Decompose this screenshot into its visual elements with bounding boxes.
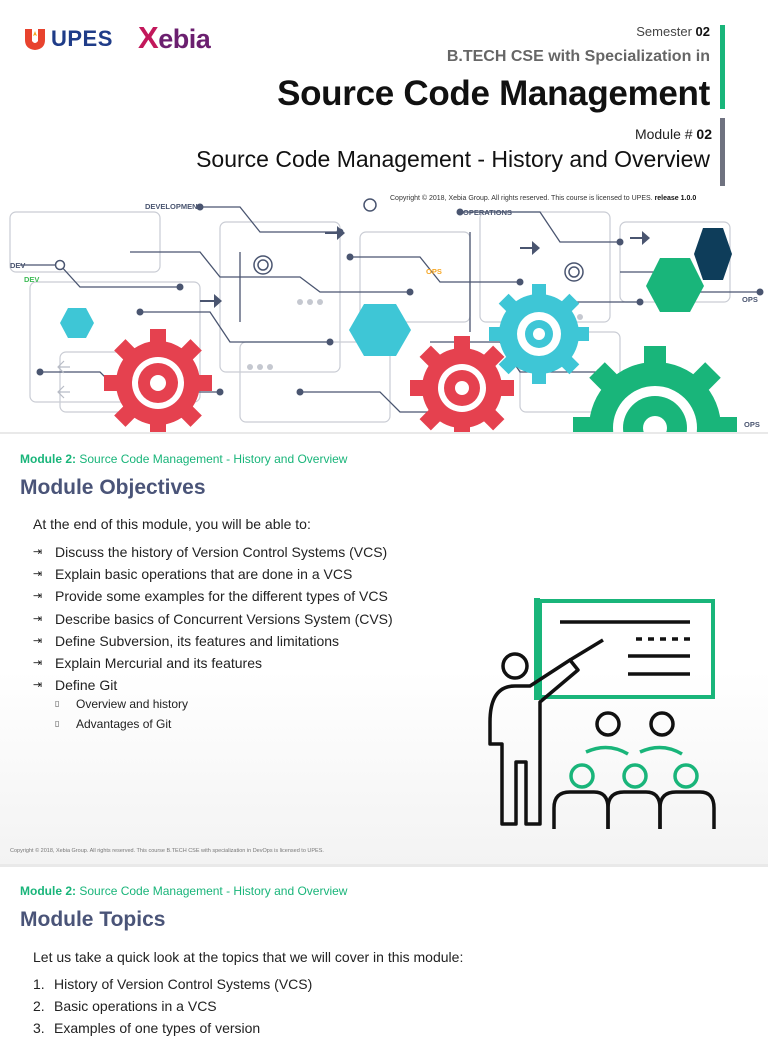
arrow-bullet-icon: ⇥ — [33, 634, 43, 647]
devops-circuit-illustration: DEVELOPMENT OPERATIONS DEV DEV OPS OPS O… — [9, 198, 764, 494]
section-title: Module Objectives — [20, 476, 206, 499]
label-ops-orange: OPS — [426, 267, 442, 276]
presenter-teaching-icon — [488, 598, 716, 829]
topics-list: 1.History of Version Control Systems (VC… — [33, 973, 312, 1039]
semester-number: 02 — [695, 24, 710, 39]
objective-item: ⇥Explain Mercurial and its features — [33, 652, 393, 674]
module-title: Source Code Management - History and Ove… — [196, 146, 710, 172]
objective-item: ⇥Provide some examples for the different… — [33, 585, 393, 607]
git-sub-list: ▯Overview and history▯Advantages of Git — [55, 694, 188, 734]
topic-item: 1.History of Version Control Systems (VC… — [33, 976, 313, 992]
sub-item: ▯Overview and history — [55, 694, 188, 714]
arrow-bullet-icon: ⇥ — [33, 656, 43, 669]
arrow-bullet-icon: ⇥ — [33, 590, 43, 603]
page-divider — [0, 432, 768, 435]
upes-logo-text: UPES — [51, 26, 113, 51]
page-copyright: Copyright © 2018, Xebia Group. All right… — [10, 848, 324, 854]
objectives-page: Module 2: Source Code Management - Histo… — [0, 434, 768, 864]
module-number: 02 — [696, 126, 712, 142]
cover-page: UPES Xebia Semester 02 B.TECH CSE with S… — [0, 0, 768, 494]
arrow-bullet-icon: ⇥ — [33, 568, 43, 581]
breadcrumb: Module 2: Source Code Management - Histo… — [20, 452, 348, 466]
label-ops-right: OPS — [742, 295, 758, 304]
arrow-bullet-icon: ⇥ — [33, 679, 43, 692]
accent-bar-grey — [720, 118, 725, 186]
label-development: DEVELOPMENT — [145, 202, 203, 211]
label-dev-green: DEV — [24, 275, 39, 284]
square-bullet-icon: ▯ — [55, 699, 60, 708]
upes-shield-icon — [25, 29, 45, 50]
teal-gear-icon — [489, 284, 589, 384]
breadcrumb-topics: Module 2: Source Code Management - Histo… — [20, 884, 348, 898]
objective-item: ⇥Discuss the history of Version Control … — [33, 541, 393, 563]
arrow-bullet-icon: ⇥ — [33, 546, 43, 558]
topic-item: 2.Basic operations in a VCS — [33, 998, 217, 1014]
topics-page: Module 2: Source Code Management - Histo… — [0, 868, 768, 1036]
label-ops-bottom: OPS — [744, 420, 760, 429]
topic-item: 3.Examples of one types of version — [33, 1020, 261, 1036]
red-gear-icon — [104, 329, 212, 437]
objectives-list: ⇥Discuss the history of Version Control … — [33, 541, 393, 696]
xebia-logo: Xebia — [138, 20, 211, 55]
red-gear-icon-2 — [410, 336, 514, 440]
label-dev: DEV — [10, 261, 25, 270]
objective-item: ⇥Describe basics of Concurrent Versions … — [33, 608, 393, 630]
course-title: Source Code Management — [277, 74, 710, 113]
sub-item: ▯Advantages of Git — [55, 714, 188, 734]
page-divider-2 — [0, 864, 768, 867]
objective-item: ⇥Define Git — [33, 674, 393, 696]
arrow-bullet-icon: ⇥ — [33, 612, 43, 625]
semester-label: Semester 02 — [636, 24, 710, 39]
section-title-topics: Module Topics — [20, 908, 166, 931]
label-operations: OPERATIONS — [463, 208, 512, 217]
release-label: release 1.0.0 — [654, 195, 697, 202]
accent-bar-green — [720, 25, 725, 109]
upes-logo: UPES — [24, 26, 113, 52]
objective-item: ⇥Explain basic operations that are done … — [33, 563, 393, 585]
objective-item: ⇥Define Subversion, its features and lim… — [33, 630, 393, 652]
intro-text: At the end of this module, you will be a… — [33, 516, 311, 532]
cover-copyright: Copyright © 2018, Xebia Group. All right… — [390, 195, 697, 202]
intro-text-topics: Let us take a quick look at the topics t… — [33, 949, 464, 965]
module-number-label: Module # 02 — [634, 126, 712, 142]
square-bullet-icon: ▯ — [55, 719, 60, 728]
specialization-text: B.TECH CSE with Specialization in — [446, 48, 710, 65]
